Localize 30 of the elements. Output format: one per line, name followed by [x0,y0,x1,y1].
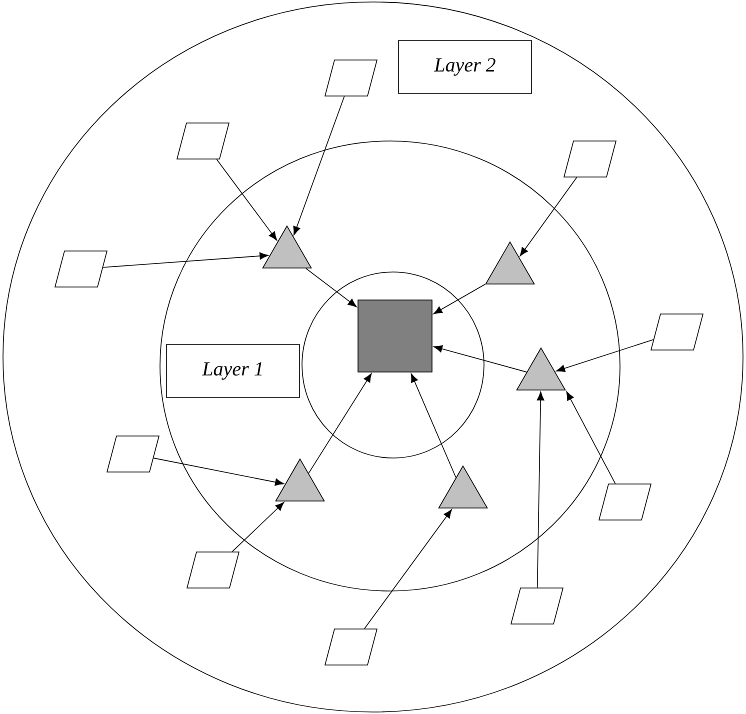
arrow [520,176,578,256]
arrow [102,252,268,268]
arrow [308,373,372,474]
arrow [410,373,456,478]
arrow [293,96,345,236]
parallelogram [564,140,617,178]
parallelogram [176,122,230,160]
parallelogram [510,588,564,624]
arrow [433,284,486,314]
parallelogram [186,552,240,588]
label-box: Layer 2 [398,40,532,94]
parallelogram [106,436,160,472]
arrow [306,268,357,308]
parallelogram [650,314,704,350]
arrow [434,345,528,372]
parallelogram [54,250,108,288]
arrow [364,509,452,629]
arrow [556,339,654,372]
arrow [153,458,284,486]
arrow [216,159,278,241]
arrow [232,502,284,552]
square [358,300,432,372]
parallelogram [598,484,652,520]
parallelogram [324,60,378,96]
arrow [536,392,544,588]
circle-outline [160,140,620,592]
label-box: Layer 1 [166,344,300,398]
arrow [566,391,616,484]
parallelogram [324,628,378,666]
circle-outline [302,272,484,458]
